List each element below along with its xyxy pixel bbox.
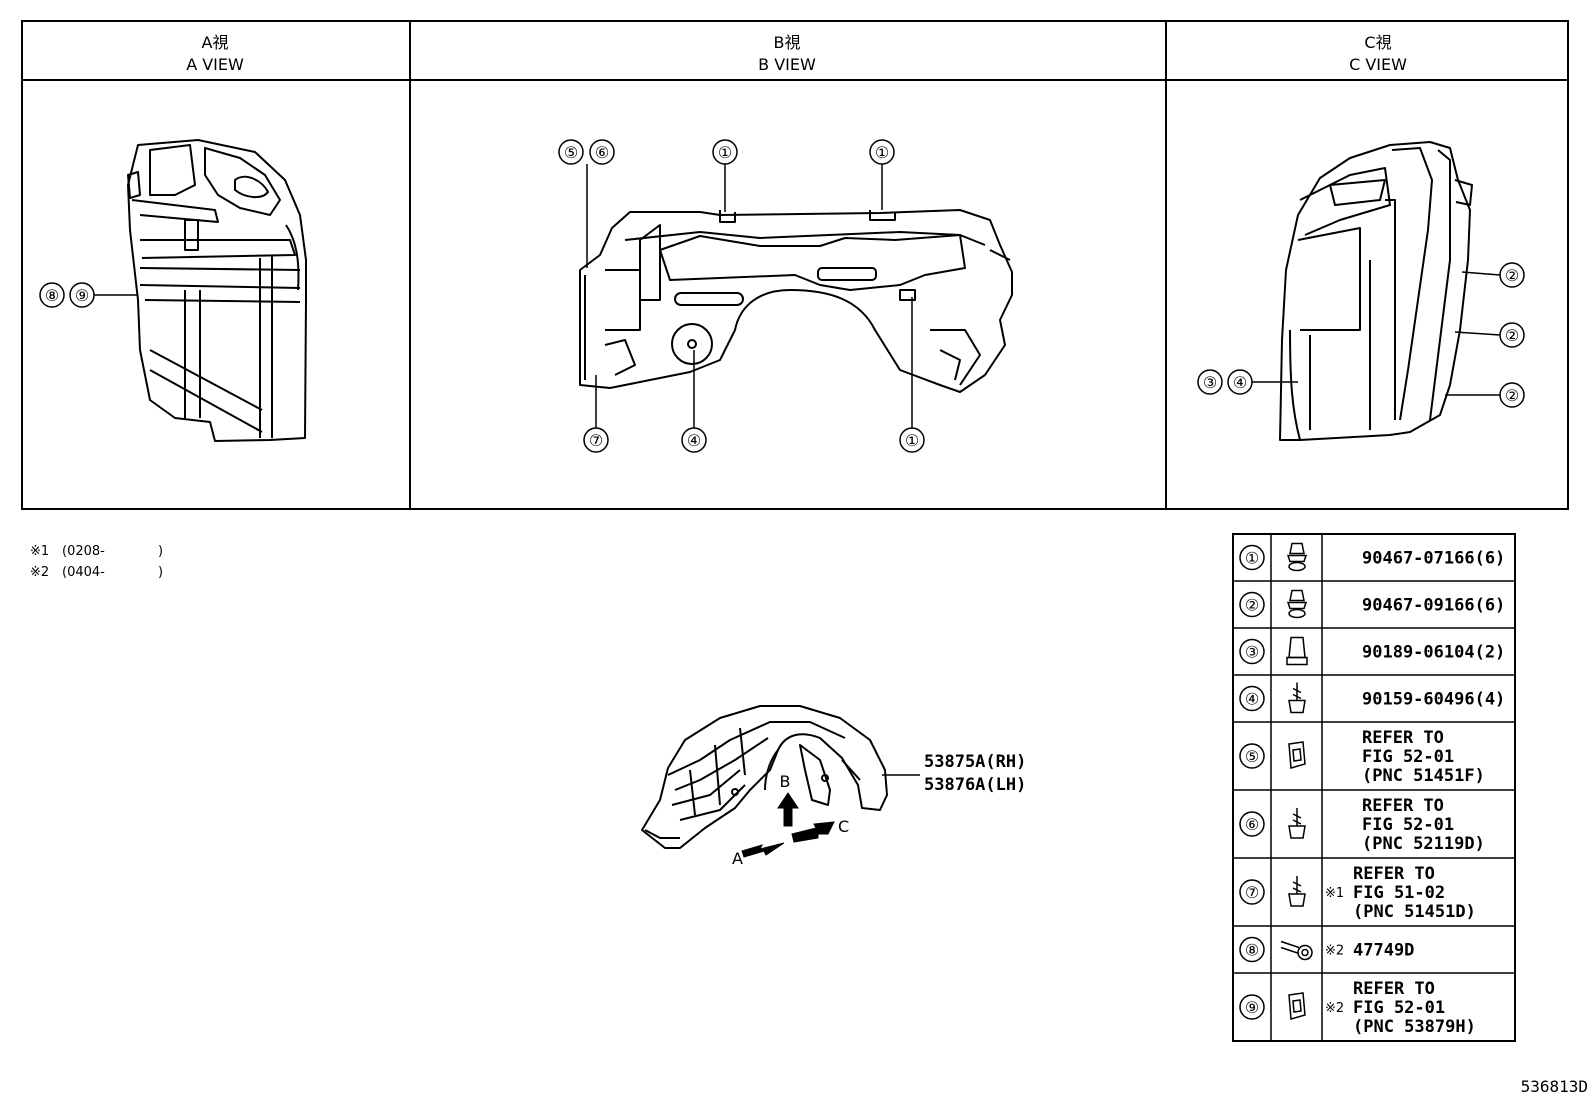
part-index: ⑦ (1245, 883, 1259, 902)
b-view-drawing (579, 209, 1013, 393)
part-number-circle (1239, 591, 1265, 618)
callout-5: ⑤ (564, 143, 578, 162)
fender-liner-drawing (641, 705, 888, 849)
part-description-line: REFER TO (1362, 728, 1444, 748)
arrow-label-c: C (838, 817, 849, 836)
part-description-line: 47749D (1353, 941, 1414, 961)
part-description-line: (PNC 53879H) (1353, 1017, 1476, 1037)
part-description-line: FIG 51-02 (1353, 883, 1445, 903)
callout-2-top: ② (1505, 266, 1519, 285)
part-number-circle (1239, 743, 1265, 769)
part-number-circle (1239, 638, 1265, 665)
part-description-line: (PNC 51451F) (1362, 766, 1485, 786)
b-view-kanji: B視 (774, 33, 801, 52)
part-index: ⑨ (1245, 998, 1259, 1017)
bolt-icon (1280, 940, 1313, 961)
part-index: ⑥ (1245, 815, 1259, 834)
part-description-line: FIG 52-01 (1362, 747, 1454, 767)
part-description-line: (PNC 52119D) (1362, 834, 1485, 854)
callout-6: ⑥ (595, 143, 609, 162)
c-view-drawing (1279, 141, 1473, 441)
b-view-label: B VIEW (758, 55, 816, 74)
part-description-line: REFER TO (1362, 796, 1444, 816)
part-description-line: FIG 52-01 (1362, 815, 1454, 835)
note-2-text: (0404- (62, 565, 105, 580)
part-note-mark: ※2 (1325, 944, 1344, 959)
clip-icon (1286, 542, 1308, 572)
note-2-close: ) (158, 565, 163, 580)
part-number-circle (1239, 544, 1265, 571)
note-1-text: (0208- (62, 544, 105, 559)
parts-table-border (1232, 533, 1516, 1042)
part-index: ⑤ (1245, 747, 1259, 766)
clip-nut-icon (1288, 992, 1306, 1020)
part-description-line: 90467-07166(6) (1362, 549, 1505, 569)
c-view-kanji: C視 (1364, 33, 1391, 52)
b-view-callouts: ⑤ ⑥ ① ① ⑦ ④ ① (558, 139, 925, 453)
note-2-mark: ※2 (30, 565, 49, 580)
screw-icon (1288, 808, 1306, 839)
a-view-label: A VIEW (186, 55, 244, 74)
figure-code: 536813D (1521, 1077, 1588, 1096)
c-view-label: C VIEW (1349, 55, 1407, 74)
part-description-line: REFER TO (1353, 864, 1435, 884)
clip-nut-icon (1288, 741, 1306, 769)
part-index: ⑧ (1245, 941, 1259, 960)
callout-8: ⑧ (45, 286, 59, 305)
part-index: ① (1245, 549, 1259, 568)
part-index: ② (1245, 596, 1259, 615)
part-description-line: 90159-60496(4) (1362, 690, 1505, 710)
nut-icon (1286, 636, 1308, 666)
c-view-callouts: ② ② ② ③ ④ (1197, 262, 1525, 408)
direction-arrows (741, 792, 835, 858)
part-index: ③ (1245, 643, 1259, 662)
callout-7: ⑦ (589, 431, 603, 450)
callout-9: ⑨ (75, 286, 89, 305)
arrow-label-a: A (732, 849, 743, 868)
part-number-circle (1239, 936, 1265, 963)
part-note-mark: ※1 (1325, 886, 1344, 901)
parts-table: ① 90467-07166(6) ② 90467-09166(6) ③ 90189-061… (1232, 533, 1516, 1042)
a-view-callouts: ⑧ ⑨ (39, 282, 138, 308)
screw-icon (1288, 682, 1306, 714)
a-view-drawing (127, 139, 307, 442)
part-number-circle (1239, 685, 1265, 712)
part-index: ④ (1245, 690, 1259, 709)
arrow-label-b: B (780, 772, 791, 791)
callout-4-b: ④ (687, 431, 701, 450)
a-view-kanji: A視 (202, 33, 229, 52)
part-description-line: REFER TO (1353, 979, 1435, 999)
views-frame (21, 20, 1569, 510)
callout-1-top-left: ① (718, 143, 732, 162)
part-number-circle (1239, 811, 1265, 837)
part-number-circle (1239, 994, 1265, 1020)
callout-3: ③ (1203, 373, 1217, 392)
part-number-circle (1239, 879, 1265, 905)
part-note-mark: ※2 (1325, 1001, 1344, 1016)
part-description-line: (PNC 51451D) (1353, 902, 1476, 922)
note-1-mark: ※1 (30, 544, 49, 559)
callout-1-top-right: ① (875, 143, 889, 162)
part-number-lh: 53876A(LH) (924, 775, 1026, 795)
part-number-rh: 53875A(RH) (924, 752, 1026, 772)
callout-1-bottom: ① (905, 431, 919, 450)
clip-icon (1286, 589, 1308, 619)
part-description-line: FIG 52-01 (1353, 998, 1445, 1018)
note-1-close: ) (158, 544, 163, 559)
callout-4-c: ④ (1233, 373, 1247, 392)
callout-2-bottom: ② (1505, 386, 1519, 405)
callout-2-mid: ② (1505, 326, 1519, 345)
part-description-line: 90467-09166(6) (1362, 596, 1505, 616)
screw-icon (1288, 876, 1306, 907)
part-description-line: 90189-06104(2) (1362, 643, 1505, 663)
